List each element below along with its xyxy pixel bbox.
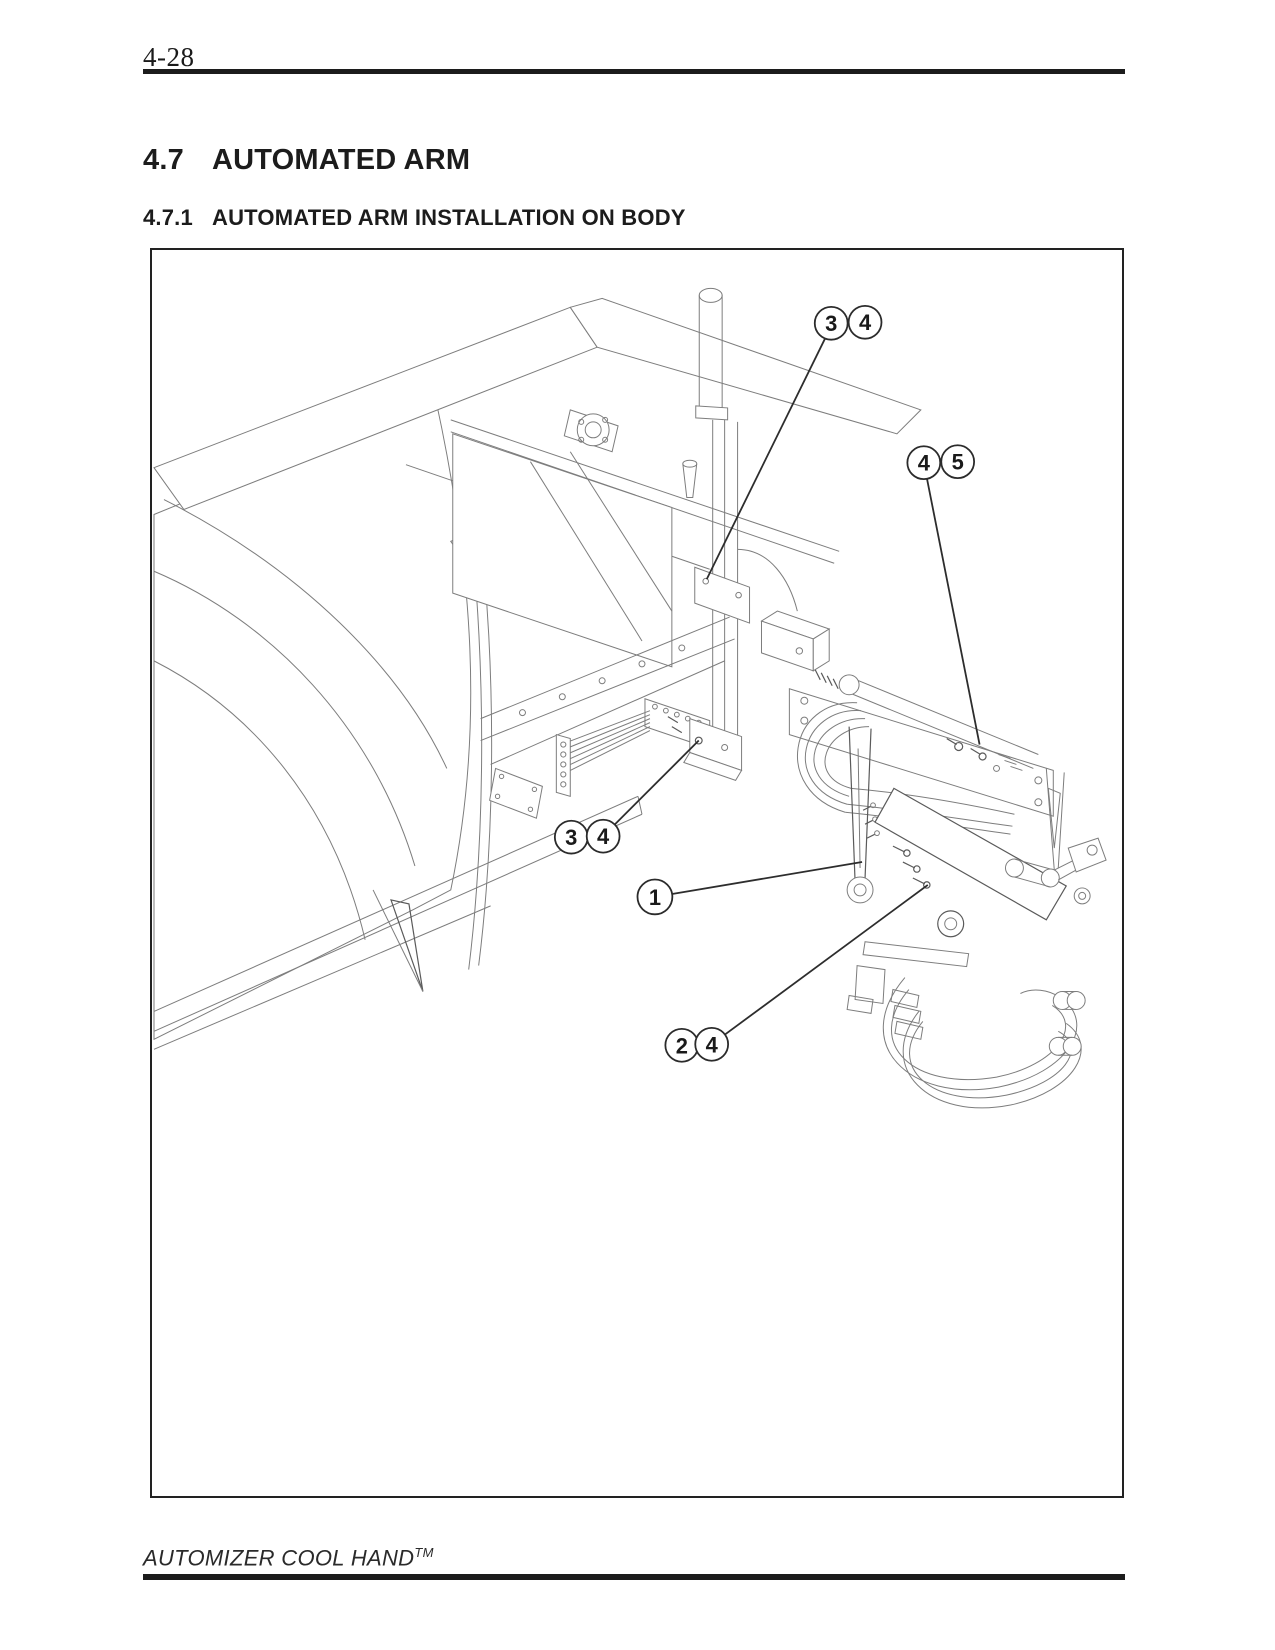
subsection-number: 4.7.1 bbox=[143, 205, 193, 230]
footer-rule bbox=[143, 1574, 1125, 1580]
callout-top-label-2: 4 bbox=[859, 310, 872, 335]
page-number: 4-28 bbox=[143, 42, 195, 72]
hose-bundle bbox=[555, 698, 711, 797]
l-bracket bbox=[667, 716, 743, 781]
callout-bottom-label-2: 4 bbox=[706, 1032, 719, 1057]
gripper-assembly bbox=[846, 941, 1086, 1109]
funnel-fitting bbox=[682, 459, 698, 499]
callout-middle-label-1: 3 bbox=[565, 825, 577, 850]
subsection-title: AUTOMATED ARM INSTALLATION ON BODY bbox=[212, 205, 686, 230]
callout-arm: 1 bbox=[636, 878, 674, 916]
footer-brand: AUTOMIZER COOL HANDTM bbox=[143, 1545, 434, 1571]
callout-top-label-1: 3 bbox=[825, 311, 837, 336]
subsection-heading: 4.7.1 AUTOMATED ARM INSTALLATION ON BODY bbox=[143, 205, 686, 231]
figure-box: 3 4 4 5 3 4 1 2 bbox=[150, 248, 1124, 1498]
callout-right: 4 5 bbox=[906, 444, 976, 481]
support-leg bbox=[372, 889, 424, 992]
callout-arm-label-1: 1 bbox=[649, 885, 661, 910]
callout-right-label-2: 5 bbox=[952, 450, 964, 475]
truck-body bbox=[153, 297, 922, 1041]
coil-pin bbox=[814, 669, 839, 690]
hopper-frame bbox=[405, 419, 840, 765]
section-heading: 4.7 AUTOMATED ARM bbox=[143, 144, 470, 177]
callout-top: 3 4 bbox=[813, 304, 883, 341]
trademark-symbol: TM bbox=[414, 1545, 434, 1560]
callout-bottom-label-1: 2 bbox=[676, 1033, 688, 1058]
junction-plate bbox=[489, 767, 543, 819]
installation-diagram: 3 4 4 5 3 4 1 2 bbox=[153, 287, 1107, 1109]
section-number: 4.7 bbox=[143, 144, 184, 176]
arm-assembly bbox=[788, 674, 1107, 938]
header-rule bbox=[143, 69, 1125, 74]
section-title: AUTOMATED ARM bbox=[212, 144, 471, 176]
callout-middle-label-2: 4 bbox=[597, 824, 610, 849]
callout-bottom: 2 4 bbox=[664, 1026, 730, 1063]
callout-right-label-1: 4 bbox=[918, 451, 931, 476]
leader-lines bbox=[602, 337, 981, 1046]
callout-middle: 3 4 bbox=[553, 818, 621, 855]
mounting-bracket-box bbox=[760, 610, 831, 672]
mast-pole bbox=[695, 287, 729, 421]
motor-flange bbox=[563, 409, 619, 453]
footer-brand-text: AUTOMIZER COOL HAND bbox=[143, 1545, 415, 1571]
mast-column bbox=[694, 419, 798, 744]
